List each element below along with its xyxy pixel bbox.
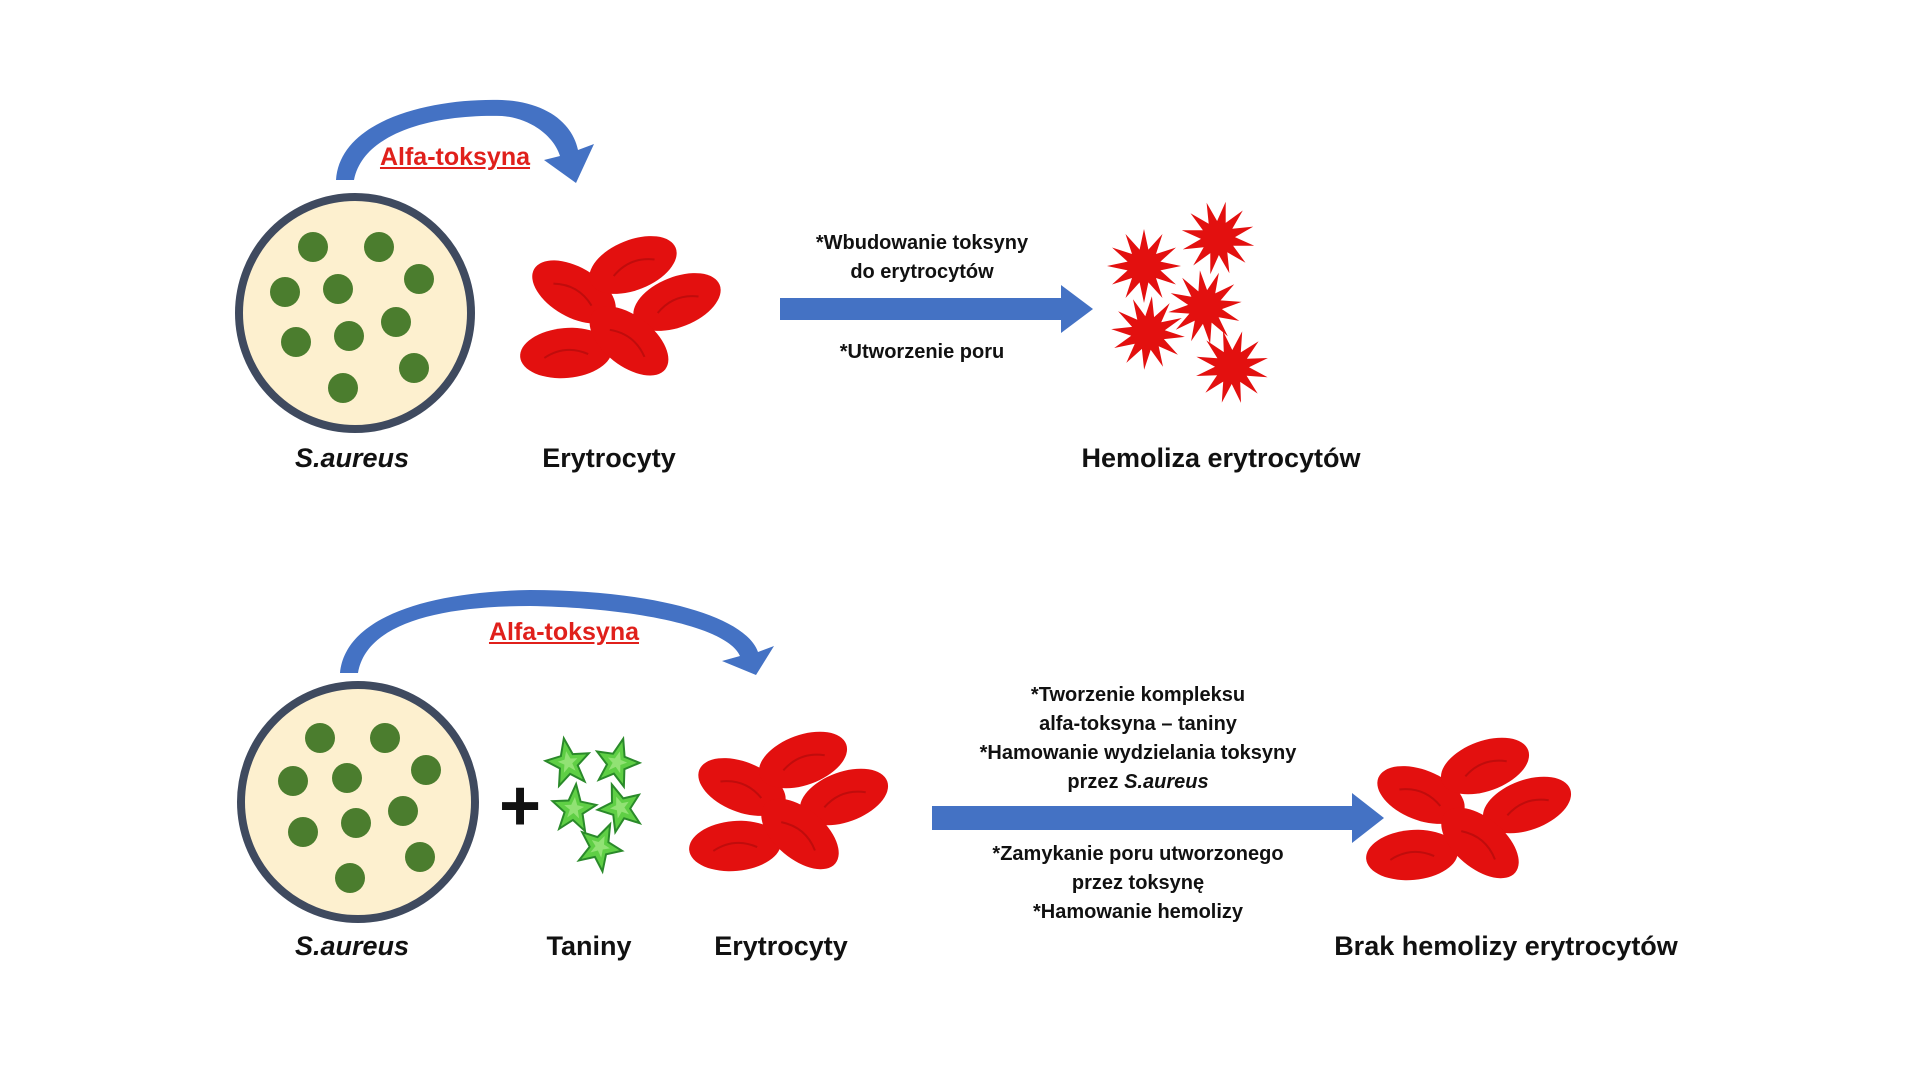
hemolysis-label: Hemoliza erytrocytów: [1081, 443, 1361, 473]
process-notes-top-above: *Wbudowanie toksyny do erytrocytów: [816, 229, 1028, 287]
erythrocytes-bottom: [685, 719, 897, 884]
bacteria-group-top: [270, 232, 434, 403]
bacteria-group-bottom: [278, 723, 441, 893]
process-arrow-bottom: [932, 793, 1384, 843]
toxin-release-arrow-bottom: [340, 590, 774, 675]
process-notes-bottom-below: *Zamykanie poru utworzonego przez toksyn…: [992, 840, 1283, 927]
bacteria-label-top: S.aureus: [294, 443, 410, 473]
hemolysis-burst-group: [1107, 201, 1268, 403]
process-line: *Tworzenie kompleksu: [1030, 684, 1246, 706]
process-line: *Zamykanie poru utworzonego: [992, 843, 1284, 865]
process-line: *Wbudowanie toksyny: [815, 232, 1029, 254]
tannins-label: Taniny: [546, 931, 632, 961]
erythrocytes-label-bottom: Erytrocyty: [714, 931, 848, 961]
process-line-organism: S.aureus: [1124, 771, 1209, 793]
tannins-group: [541, 732, 650, 877]
toxin-label-bottom: Alfa-toksyna: [488, 618, 640, 646]
intact-erythrocytes-result: [1362, 725, 1580, 893]
lysed-erythrocyte-burst: [1181, 201, 1255, 275]
process-arrow-top: [780, 285, 1093, 333]
process-line: alfa-toksyna – taniny: [1039, 713, 1237, 735]
toxin-release-arrow-top: [336, 99, 594, 183]
process-notes-bottom-above: *Tworzenie kompleksu alfa-toksyna – tani…: [980, 681, 1297, 797]
process-line: *Hamowanie wydzielania toksyny: [979, 742, 1297, 764]
erythrocytes-label-top: Erytrocyty: [542, 443, 676, 473]
lysed-erythrocyte-burst: [1168, 270, 1242, 344]
no-hemolysis-label: Brak hemolizy erytrocytów: [1334, 931, 1678, 961]
lysed-erythrocyte-burst: [1111, 296, 1185, 370]
plus-sign: +: [498, 766, 542, 846]
process-line: *Hamowanie hemolizy: [1032, 901, 1244, 923]
lysed-erythrocyte-burst: [1196, 331, 1268, 403]
process-line: *Utworzenie poru: [839, 341, 1005, 363]
bacteria-cell-top: [235, 193, 475, 433]
toxin-label-top: Alfa-toksyna: [379, 143, 531, 171]
process-line: przez toksynę: [1071, 872, 1205, 894]
lysed-erythrocyte-burst: [1107, 229, 1181, 303]
bacteria-cell-bottom: [237, 681, 479, 923]
process-line-prefix: przez: [1067, 771, 1125, 793]
process-line: do erytrocytów: [850, 261, 994, 283]
bacteria-label-bottom: S.aureus: [294, 931, 410, 961]
erythrocytes-top: [516, 223, 731, 391]
process-notes-top-below: *Utworzenie poru: [840, 338, 1004, 367]
process-line: przez S.aureus: [980, 768, 1297, 797]
